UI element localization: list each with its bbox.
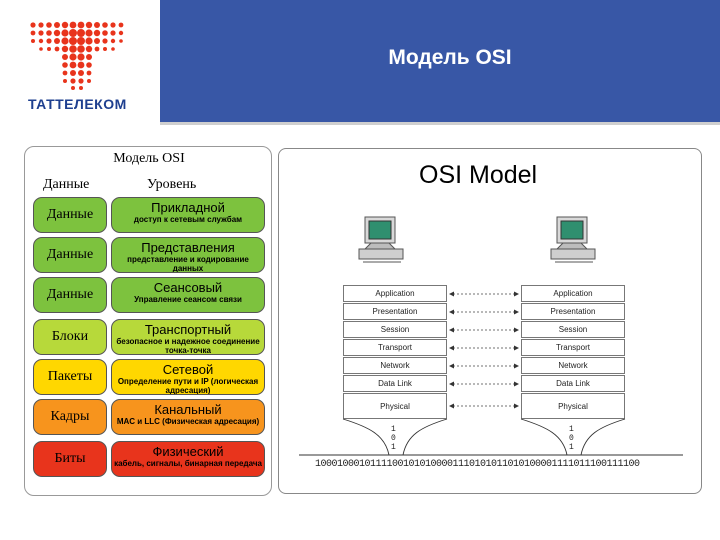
bit-label: 1 [569,443,574,452]
layer-transport: Транспортный безопасное и надежное соеди… [111,319,265,355]
layer-application: Прикладной доступ к сетевым службам [111,197,265,233]
stack-layer-presentation: Presentation [343,303,447,320]
layer-session: Сеансовый Управление сеансом связи [111,277,265,313]
pdu-label: Пакеты [33,359,107,395]
layer-description: Определение пути и IP (логическая адреса… [117,377,259,395]
panel-title: Модель OSI [113,151,185,166]
pdu-label: Данные [33,197,107,233]
pdu-label: Данные [33,237,107,273]
peer-arrows [449,291,519,409]
layer-name: Физический [152,444,224,459]
layer-description: MAC и LLC (Физическая адресация) [116,417,260,426]
pdu-label: Данные [33,277,107,313]
bit-label: 0 [569,434,574,443]
column-header-data: Данные [43,177,90,192]
layer-name: Прикладной [151,200,225,215]
bit-labels-right: 1 0 1 [569,425,574,452]
stack-layer-transport: Transport [343,339,447,356]
pdu-label: Блоки [33,319,107,355]
logo-text: ТАТТЕЛЕКОМ [28,96,127,112]
stack-layer-datalink: Data Link [521,375,625,392]
page-title: Модель OSI [388,46,512,69]
stack-layer-session: Session [343,321,447,338]
stack-layer-application: Application [343,285,447,302]
stack-layer-physical: Physical [521,393,625,419]
layer-description: кабель, сигналы, бинарная передача [114,459,262,468]
stack-layer-network: Network [521,357,625,374]
layer-name: Сеансовый [153,280,223,295]
title-divider [160,122,720,125]
physical-medium-lines [299,418,683,456]
layer-name: Транспортный [144,322,232,337]
osi-model-en-panel: OSI Model Application Presentation Sessi… [278,148,702,494]
panel-title: OSI Model [419,161,538,189]
stack-layer-physical: Physical [343,393,447,419]
layer-presentation: Представления представление и кодировани… [111,237,265,273]
computer-icon [358,216,404,263]
osi-model-ru-panel: Модель OSI Данные Уровень Данные Приклад… [24,146,272,496]
bit-label: 1 [391,425,396,434]
stack-layer-transport: Transport [521,339,625,356]
pdu-label: Кадры [33,399,107,435]
stack-layer-application: Application [521,285,625,302]
logo: ТАТТЕЛЕКОМ [0,0,160,124]
tattelecom-logo-icon [30,21,124,90]
title-bar [160,0,720,124]
layer-name: Представления [141,240,235,255]
column-header-layer: Уровень [147,177,197,192]
layer-description: представление и кодирование данных [127,255,249,273]
bit-label: 1 [391,443,396,452]
layer-name: Сетевой [162,362,214,377]
layer-network: Сетевой Определение пути и IP (логическа… [111,359,265,395]
stack-layer-network: Network [343,357,447,374]
layer-description: безопасное и надежное соединение точка-т… [116,337,260,355]
layer-description: Управление сеансом связи [134,295,242,304]
layer-datalink: Канальный MAC и LLC (Физическая адресаци… [111,399,265,435]
bit-labels-left: 1 0 1 [391,425,396,452]
bit-label: 1 [569,425,574,434]
layer-physical: Физический кабель, сигналы, бинарная пер… [111,441,265,477]
layer-description: доступ к сетевым службам [133,215,243,224]
computer-icon [550,216,596,263]
bit-label: 0 [391,434,396,443]
layer-name: Канальный [154,402,222,417]
bit-stream: 1000100010111100101010000111010101101010… [315,459,640,470]
stack-layer-datalink: Data Link [343,375,447,392]
stack-layer-session: Session [521,321,625,338]
stack-layer-presentation: Presentation [521,303,625,320]
header: ТАТТЕЛЕКОМ Модель OSI [0,0,720,125]
pdu-label: Биты [33,441,107,477]
